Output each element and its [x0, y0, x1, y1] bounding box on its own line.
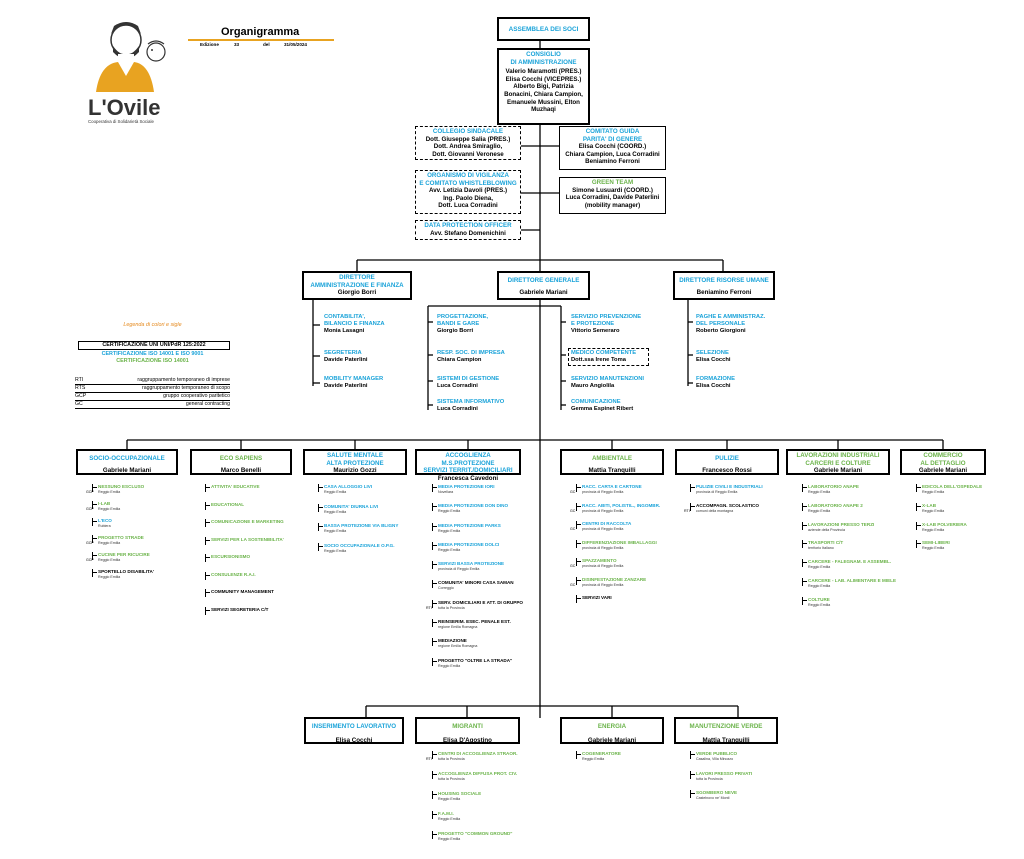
collegio-body: Dott. Giuseppe Salia (PRES.) Dott. Andre… [425, 135, 511, 158]
dg-right-sub: COMUNICAZIONE Gemma Espinet Ribert [571, 399, 634, 412]
director-general-box: DIRETTORE GENERALE Gabriele Mariani [497, 271, 590, 300]
admin-sub: CONTABILITA', BILANCIO E FINANZA Monia L… [324, 314, 385, 334]
date-value: 31/05/2024 [284, 42, 307, 47]
director-hr-box: DIRETTORE RISORSE UMANE Beniamino Ferron… [673, 271, 775, 300]
legend: Legenda di colori e sigle CERTIFICAZIONE… [75, 322, 230, 409]
collegio-title: COLLEGIO SINDACALE [432, 128, 504, 135]
area-box-commercio: COMMERCIO AL DETTAGLIO Gabriele Mariani [900, 449, 986, 475]
area-box-ambientale: AMBIENTALE Mattia Tranquilli [560, 449, 664, 475]
collegio-box: COLLEGIO SINDACALE Dott. Giuseppe Salia … [415, 126, 521, 160]
director-title: DIRETTORE GENERALE [507, 277, 580, 284]
area-box-accoglienza: ACCOGLIENZA M.S.PROTEZIONE SERVIZI TERRI… [415, 449, 521, 482]
area-box-ecosapiens: ECO SAPIENS Marco Benelli [190, 449, 292, 475]
director-title: DIRETTORE AMMINISTRAZIONE E FINANZA [310, 274, 404, 289]
area-box-pulizie: PULIZIE Francesco Rossi [675, 449, 779, 475]
dg-right-sub: SERVIZIO PREVENZIONE E PROTEZIONE Vittor… [571, 314, 642, 334]
edition-value: 33 [234, 42, 240, 47]
director-name: Giorgio Borri [337, 289, 377, 297]
legend-cert3: CERTIFICAZIONE ISO 14001 [116, 358, 189, 364]
date-label: del [263, 42, 270, 47]
comitato-guida-body: Elisa Cocchi (COORD.) Chiara Campion, Lu… [565, 143, 660, 166]
legend-title: Legenda di colori e sigle [123, 322, 182, 328]
area-box-socio: SOCIO-OCCUPAZIONALE Gabriele Mariani [76, 449, 178, 475]
odv-box: ORGANISMO DI VIGILANZA E COMITATO WHISTL… [415, 170, 521, 214]
dg-left-sub: SISTEMI DI GESTIONE Luca Corradini [437, 376, 500, 389]
dpo-title: DATA PROTECTION OFFICER [424, 222, 512, 229]
logo-name: L'Ovile [88, 95, 161, 120]
director-name: Beniamino Ferroni [696, 288, 752, 296]
dpo-box: DATA PROTECTION OFFICER Avv. Stefano Dom… [415, 220, 521, 240]
hr-sub: PAGHE E AMMINISTRAZ. DEL PERSONALE Rober… [696, 314, 766, 334]
edition-label: Edizione [200, 42, 219, 47]
comitato-guida-title: COMITATO GUIDA PARITA' DI GENERE [582, 128, 643, 143]
green-team-title: GREEN TEAM [591, 179, 634, 186]
director-admin-box: DIRETTORE AMMINISTRAZIONE E FINANZA Gior… [302, 271, 412, 300]
dg-left-sub: PROGETTAZIONE, BANDI E GARE Giorgio Borr… [437, 314, 489, 334]
dg-right-sub: MEDICO COMPETENTE Dott.ssa Irene Toma [568, 348, 649, 366]
green-team-body: Simone Lusuardi (COORD.) Luca Corradini,… [565, 186, 660, 209]
hr-sub: SELEZIONE Elisa Cocchi [696, 350, 731, 363]
comitato-guida-box: COMITATO GUIDA PARITA' DI GENERE Elisa C… [559, 126, 666, 170]
admin-sub: SEGRETERIA Davide Paterlini [324, 350, 368, 363]
page-title: Organigramma [221, 26, 300, 38]
hr-sub: FORMAZIONE Elisa Cocchi [696, 376, 735, 389]
director-title: DIRETTORE RISORSE UMANE [679, 277, 769, 284]
dpo-body: Avv. Stefano Domenichini [430, 229, 506, 237]
logo-tagline: Cooperativa di Solidarietà Sociale [88, 119, 154, 124]
shepherd-logo-icon [96, 22, 166, 92]
area-box-inserimento: INSERIMENTO LAVORATIVO Elisa Cocchi [304, 717, 404, 744]
director-name: Gabriele Mariani [519, 288, 568, 296]
odv-title: ORGANISMO DI VIGILANZA E COMITATO WHISTL… [419, 172, 517, 187]
area-box-manutenzione-verde: MANUTENZIONE VERDE Mattia Tranquilli [674, 717, 778, 744]
green-team-box: GREEN TEAM Simone Lusuardi (COORD.) Luca… [559, 177, 666, 214]
cda-box: CONSIGLIO DI AMMINISTRAZIONE Valerio Mar… [497, 48, 590, 125]
edition-bar [188, 39, 334, 41]
dg-right-sub: SERVIZIO MANUTENZIONI Mauro Angiolila [571, 376, 645, 389]
admin-sub: MOBILITY MANAGER Davide Paterlini [324, 376, 384, 389]
area-box-energia: ENERGIA Gabriele Mariani [560, 717, 664, 744]
area-box-salute: SALUTE MENTALE ALTA PROTEZIONE Maurizio … [303, 449, 407, 475]
legend-cert1: CERTIFICAZIONE UNI UNI/PdR 125:2022 [78, 341, 230, 350]
assemblea-box: ASSEMBLEA DEI SOCI [497, 17, 590, 41]
cda-title: CONSIGLIO DI AMMINISTRAZIONE [510, 51, 577, 66]
dg-left-sub: SISTEMA INFORMATIVO Luca Corradini [437, 399, 505, 412]
cda-body: Valerio Maramotti (PRES.) Elisa Cocchi (… [504, 68, 583, 114]
area-box-migranti: MIGRANTI Elisa D'Agostino [415, 717, 520, 744]
dg-left-sub: RESP. SOC. DI IMPRESA Chiara Campion [437, 350, 505, 363]
edition-info: Edizione 33 del 31/05/2024 [200, 42, 320, 47]
legend-cert2: CERTIFICAZIONE ISO 14001 E ISO 9001 [101, 351, 204, 357]
odv-body: Avv. Letizia Davoli (PRES.) Ing. Paolo D… [428, 187, 508, 210]
logo: L'Ovile Cooperativa di Solidarietà Socia… [88, 14, 176, 124]
area-box-lavorazioni: LAVORAZIONI INDUSTRIALI CARCERI E COLTUR… [786, 449, 890, 475]
